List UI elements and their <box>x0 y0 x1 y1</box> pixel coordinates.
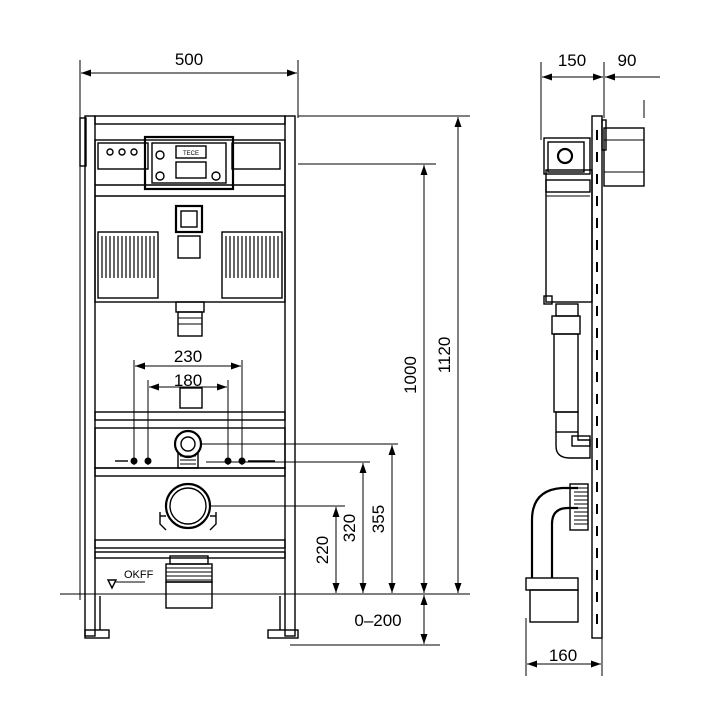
side-cistern <box>545 169 593 303</box>
drain-pipe <box>165 555 213 609</box>
dim-bolt-outer: 230 <box>174 347 202 366</box>
left-post <box>84 115 96 637</box>
flush-opening <box>174 204 204 234</box>
dim-side-depth: 150 <box>558 51 586 70</box>
front-view: 500 TECE <box>60 50 470 646</box>
dim-height-355: 355 <box>369 505 388 533</box>
dim-side-offset: 90 <box>618 51 637 70</box>
right-grill <box>221 231 283 299</box>
floor-label: OKFF <box>124 569 154 581</box>
brand-label: TECE <box>183 151 199 157</box>
side-waste-bend <box>525 483 589 623</box>
top-crossbar <box>94 115 286 125</box>
control-unit <box>143 135 235 191</box>
dim-width-total: 500 <box>175 50 203 69</box>
left-grill <box>97 231 159 299</box>
mounting-plate <box>94 411 286 421</box>
side-view: 150 90 <box>525 51 660 676</box>
water-inlet <box>173 429 203 469</box>
right-post <box>284 115 296 637</box>
dim-height-module: 1000 <box>401 356 420 394</box>
dim-foot-depth: 160 <box>549 646 577 665</box>
dim-adjust-range: 0–200 <box>354 611 401 630</box>
waste-connection <box>159 482 217 531</box>
vertical-dimensions: 1120 1000 355 320 220 0–200 <box>298 115 470 644</box>
dim-height-220: 220 <box>313 536 332 564</box>
flush-pipe <box>175 301 205 313</box>
dim-height-top: 1120 <box>435 337 454 374</box>
dim-height-320: 320 <box>340 514 359 542</box>
side-flush-pipe <box>555 303 579 317</box>
cistern <box>94 139 286 303</box>
dim-bolt-inner: 180 <box>174 371 202 390</box>
side-rail <box>591 115 603 639</box>
